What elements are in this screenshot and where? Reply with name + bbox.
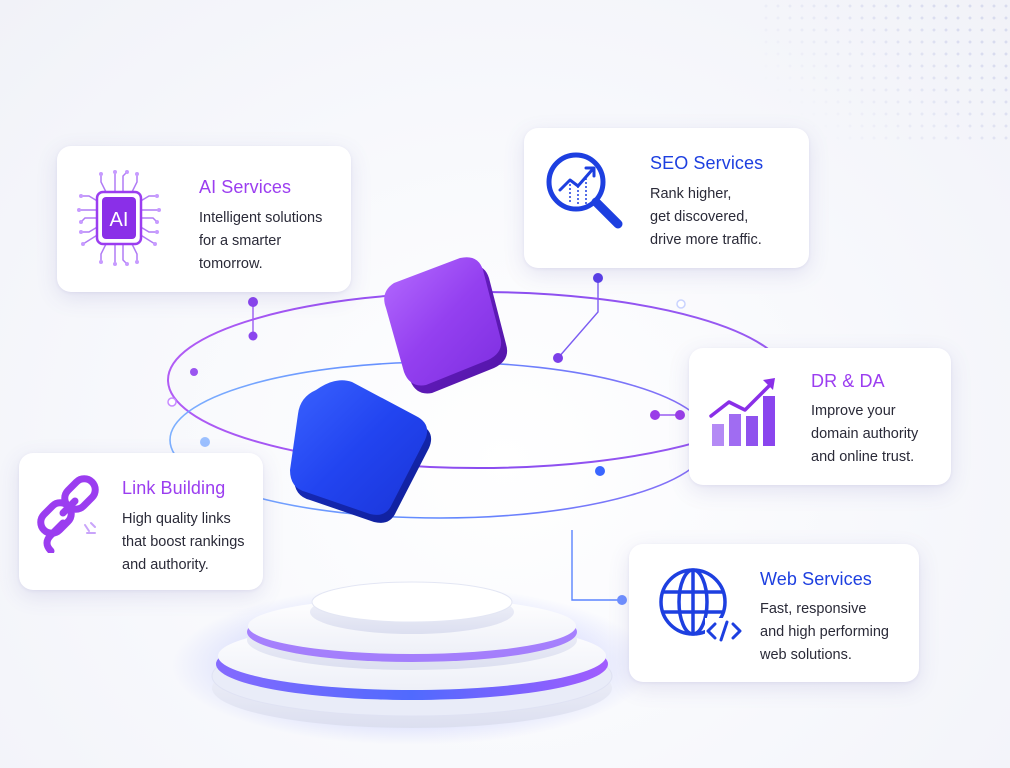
ai-services-card[interactable]: AI AI Services Intelligent solutions for… — [57, 146, 351, 292]
podium — [172, 581, 652, 745]
web-services-title: Web Services — [760, 569, 872, 589]
connector-web — [571, 530, 622, 601]
web-services-description: Fast, responsive and high performing web… — [760, 601, 889, 663]
bar-chart-growth-icon — [709, 370, 781, 450]
dr-da-title: DR & DA — [811, 371, 885, 391]
globe-code-icon — [657, 566, 743, 648]
dot-pattern — [760, 0, 1010, 140]
seo-services-card[interactable]: SEO Services Rank higher, get discovered… — [524, 128, 809, 268]
connector-seo — [557, 278, 599, 359]
svg-text:AI: AI — [110, 209, 129, 231]
magnifier-growth-icon — [544, 148, 628, 232]
link-building-card[interactable]: Link Building High quality links that bo… — [19, 453, 263, 590]
dr-da-description: Improve your domain authority and online… — [811, 403, 919, 465]
seo-services-title: SEO Services — [650, 153, 764, 173]
orbit-dots — [167, 273, 686, 605]
chain-link-icon — [33, 473, 105, 555]
ai-services-title: AI Services — [199, 177, 292, 197]
dr-da-card[interactable]: DR & DA Improve your domain authority an… — [689, 348, 951, 485]
seo-services-description: Rank higher, get discovered, drive more … — [650, 186, 762, 248]
blue-cube — [290, 380, 432, 523]
link-building-title: Link Building — [122, 478, 226, 498]
ai-chip-icon: AI — [71, 166, 167, 270]
web-services-card[interactable]: Web Services Fast, responsive and high p… — [629, 544, 919, 682]
link-building-description: High quality links that boost rankings a… — [122, 511, 245, 573]
purple-cube — [384, 257, 508, 394]
ai-services-description: Intelligent solutions for a smarter tomo… — [199, 210, 323, 272]
